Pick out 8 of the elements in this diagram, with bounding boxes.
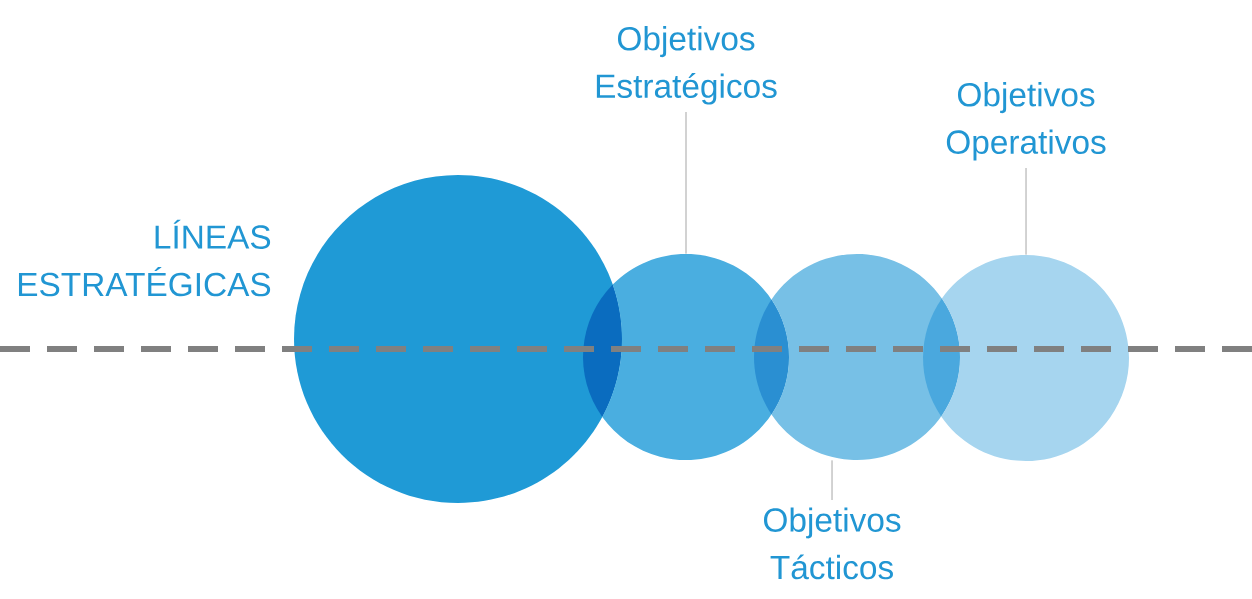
circle xyxy=(294,175,622,503)
leader-line xyxy=(685,111,687,254)
circle-label: LÍNEAS ESTRATÉGICAS xyxy=(19,219,271,297)
label-text: Objetivos Operativos xyxy=(946,82,1106,161)
leader-line xyxy=(831,460,833,501)
label-text: Objetivos Estratégicos xyxy=(596,26,777,105)
leader-line xyxy=(1025,167,1027,255)
label-text: Objetivos Tácticos xyxy=(764,507,901,580)
